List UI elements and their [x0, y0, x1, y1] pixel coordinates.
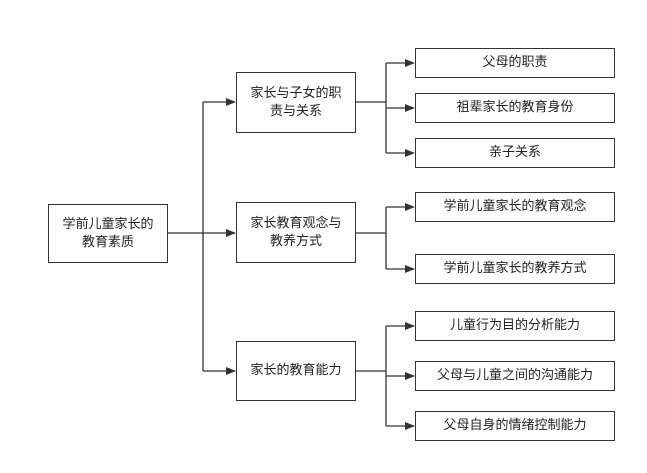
leaf-node: 父母的职责	[415, 48, 615, 78]
leaf-node: 学前儿童家长的教育观念	[415, 192, 615, 222]
leaf-node: 亲子关系	[415, 138, 615, 168]
branch-node-abilities: 家长的教育能力	[236, 341, 356, 401]
branch-node-beliefs-parenting: 家长教育观念与 教养方式	[236, 202, 356, 263]
root-node: 学前儿童家长的 教育素质	[48, 204, 168, 263]
leaf-node: 儿童行为目的分析能力	[415, 311, 615, 341]
leaf-node: 学前儿童家长的教养方式	[415, 254, 615, 284]
leaf-node: 父母与儿童之间的沟通能力	[415, 361, 615, 391]
branch-node-roles-relationships: 家长与子女的职 责与关系	[236, 72, 356, 133]
leaf-node: 父母自身的情绪控制能力	[415, 411, 615, 441]
leaf-node: 祖辈家长的教育身份	[415, 93, 615, 123]
